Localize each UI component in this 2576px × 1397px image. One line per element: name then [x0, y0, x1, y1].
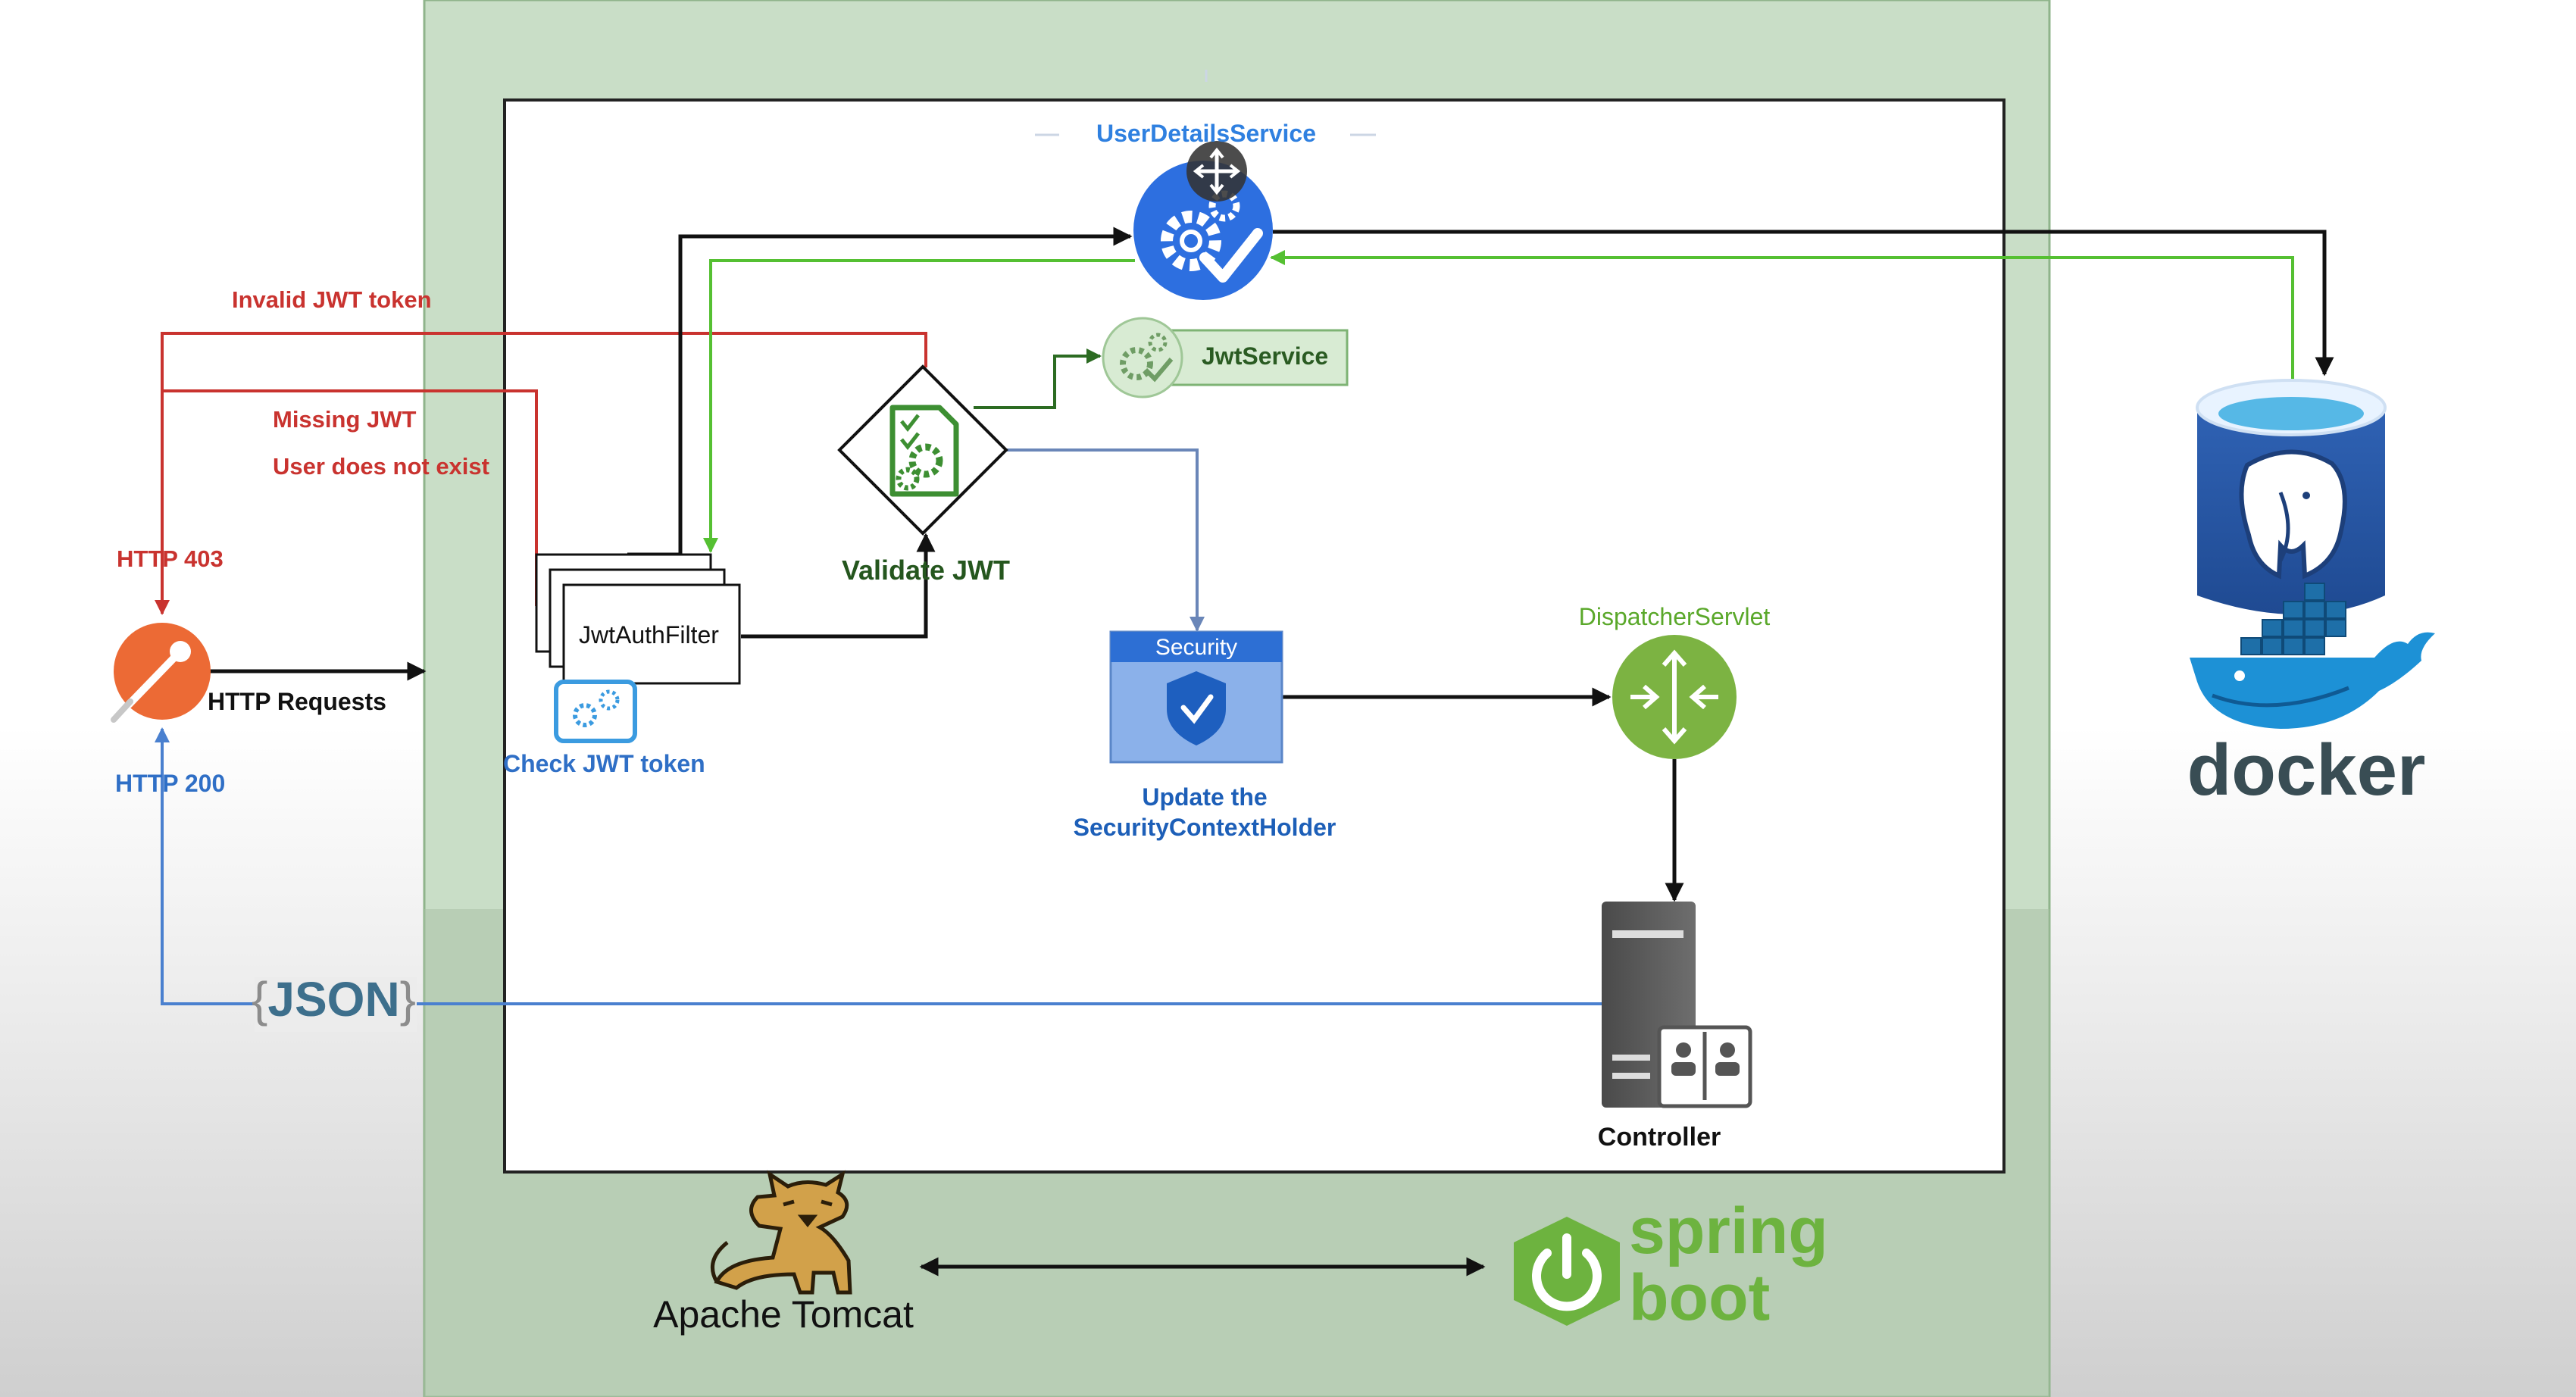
json-response-line	[155, 727, 1605, 1005]
jwt-auth-filter-label: JwtAuthFilter	[579, 621, 719, 648]
update-label-line1: Update the	[1142, 783, 1268, 811]
uds-to-filter-arrow	[703, 259, 1135, 553]
uds-to-db-arrow	[1273, 230, 2334, 377]
security-node[interactable]	[1109, 630, 1283, 764]
user-not-exist-label: User does not exist	[273, 453, 489, 480]
invalid-jwt-line	[155, 332, 927, 615]
move-handle-icon[interactable]	[1186, 141, 1247, 202]
jwt-service-label: JwtService	[1202, 342, 1329, 370]
spring-power-icon	[1514, 1217, 1620, 1326]
user-details-service-label: UserDetailsService	[1096, 120, 1316, 147]
docker-label: docker	[2187, 730, 2426, 811]
http-200-label: HTTP 200	[115, 770, 226, 797]
update-label-line2: SecurityContextHolder	[1073, 814, 1336, 841]
json-text: JSON	[267, 972, 400, 1027]
filter-to-validate-arrow	[741, 533, 936, 639]
dispatcher-servlet-node[interactable]	[1612, 635, 1737, 759]
db-to-uds-arrow	[1270, 250, 2294, 392]
postgres-elephant-icon	[2196, 379, 2387, 614]
tomcat-cat-icon	[710, 1170, 852, 1295]
check-jwt-token-label: Check JWT token	[503, 750, 705, 777]
json-label: {JSON}	[252, 972, 417, 1027]
controller-label: Controller	[1597, 1123, 1721, 1152]
spring-label: spring	[1629, 1195, 1828, 1267]
server-icon[interactable]	[1602, 902, 1752, 1108]
jwt-service-node[interactable]	[1102, 317, 1349, 398]
validate-to-security-arrow	[1006, 448, 1205, 632]
validate-jwt-node[interactable]	[837, 364, 1008, 536]
apache-tomcat-label: Apache Tomcat	[653, 1293, 914, 1336]
dispatcher-servlet-label: DispatcherServlet	[1578, 603, 1771, 630]
validate-jwt-label: Validate JWT	[841, 555, 1011, 586]
missing-jwt-line	[162, 389, 538, 606]
docker-whale-icon	[2190, 583, 2435, 729]
http-403-label: HTTP 403	[117, 545, 224, 572]
boot-label: boot	[1629, 1261, 1771, 1334]
security-label: Security	[1155, 635, 1238, 660]
http-requests-label: HTTP Requests	[208, 688, 386, 715]
missing-jwt-label: Missing JWT	[273, 406, 417, 433]
invalid-jwt-label: Invalid JWT token	[232, 286, 432, 313]
postman-icon[interactable]	[111, 623, 211, 723]
jwt-auth-filter-node[interactable]	[535, 553, 741, 743]
validate-to-jwtservice-arrow	[974, 348, 1102, 409]
user-details-service-icon[interactable]	[1133, 161, 1273, 300]
